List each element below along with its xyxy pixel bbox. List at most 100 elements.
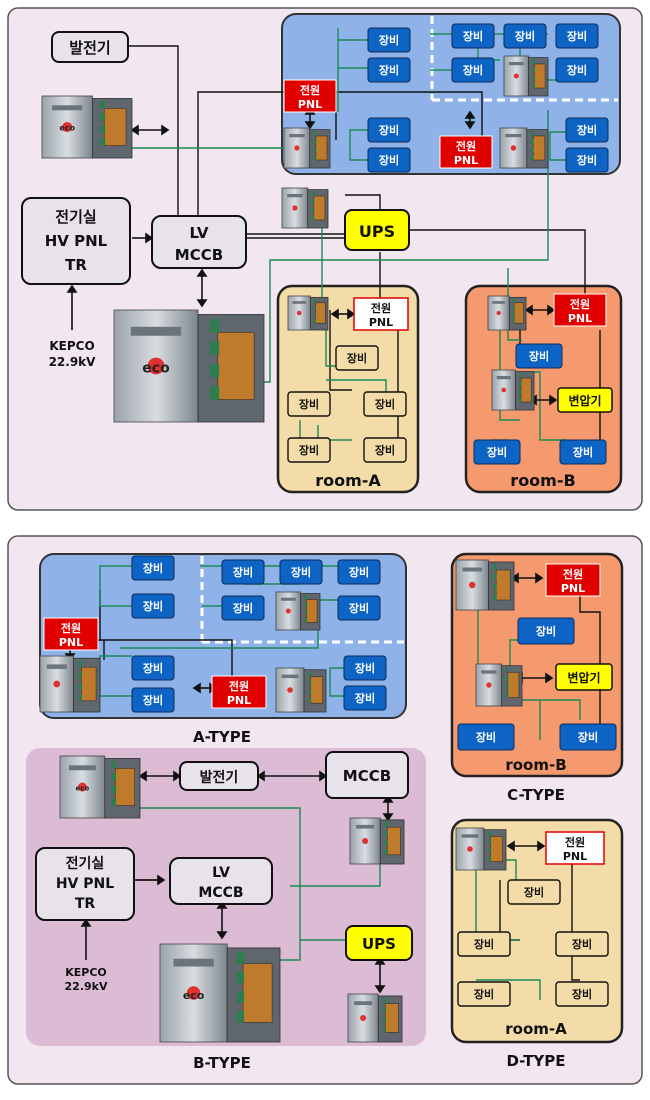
server-cabinet-icon	[455, 827, 507, 871]
svg-text:장비: 장비	[567, 63, 587, 77]
equipment-box: 장비	[555, 23, 599, 49]
power-pnl: 전원 PNL	[553, 293, 607, 327]
svg-text:전원: 전원	[61, 621, 81, 635]
server-cabinet-icon	[487, 295, 527, 331]
svg-text:전원: 전원	[371, 301, 391, 315]
equipment-box: 장비	[335, 345, 379, 371]
svg-text:PNL: PNL	[59, 636, 83, 649]
svg-text:장비: 장비	[299, 443, 319, 457]
svg-text:PNL: PNL	[298, 98, 322, 111]
svg-text:전원: 전원	[570, 297, 590, 311]
svg-text:장비: 장비	[573, 445, 593, 459]
electric-room-box	[21, 197, 131, 285]
lv-mccb-box	[151, 215, 247, 269]
equipment-box: 장비	[221, 595, 265, 621]
electric-room-box	[35, 847, 135, 921]
room-b-label: room-B	[510, 471, 575, 490]
svg-text:장비: 장비	[536, 624, 556, 638]
svg-text:장비: 장비	[347, 351, 367, 365]
hv-pnl-label: HV PNL	[45, 232, 108, 250]
svg-text:장비: 장비	[379, 153, 399, 167]
server-cabinet-icon	[349, 817, 405, 865]
transformer-label: 변압기	[567, 670, 600, 685]
equipment-box: 장비	[337, 595, 381, 621]
equipment-box: 장비	[287, 437, 331, 463]
power-pnl: 전원 PNL	[211, 675, 267, 709]
svg-text:PNL: PNL	[568, 312, 592, 325]
equipment-box: 장비	[367, 27, 411, 53]
equipment-box: 장비	[363, 391, 407, 417]
equipment-box: 장비	[279, 559, 323, 585]
svg-text:장비: 장비	[291, 565, 311, 579]
svg-text:장비: 장비	[577, 123, 597, 137]
room-a-label: room-A	[505, 1020, 567, 1038]
equipment-box: 장비	[517, 617, 575, 645]
equipment-box: 장비	[451, 57, 495, 83]
equipment-box: 장비	[131, 655, 175, 681]
svg-text:전원: 전원	[300, 83, 320, 97]
equipment-box: 장비	[457, 723, 515, 751]
equipment-box: 장비	[337, 559, 381, 585]
server-cabinet-icon: eco	[113, 309, 265, 423]
svg-text:장비: 장비	[233, 565, 253, 579]
svg-text:장비: 장비	[379, 33, 399, 47]
mccb-label: MCCB	[175, 246, 223, 264]
svg-text:eco: eco	[183, 989, 205, 1002]
kepco-voltage-label: 22.9kV	[65, 980, 108, 993]
ups-box	[345, 925, 413, 961]
svg-text:장비: 장비	[143, 661, 163, 675]
svg-text:eco: eco	[59, 124, 75, 133]
mccb-box	[325, 751, 409, 799]
power-pnl: 전원 PNL	[439, 135, 493, 169]
svg-text:PNL: PNL	[369, 316, 393, 329]
mccb-label: MCCB	[198, 885, 243, 901]
svg-text:장비: 장비	[375, 397, 395, 411]
transformer-label: 변압기	[568, 393, 601, 408]
server-cabinet-icon	[491, 369, 535, 411]
svg-text:eco: eco	[142, 361, 170, 377]
kepco-voltage-label: 22.9kV	[49, 355, 97, 369]
generator-box	[51, 31, 129, 63]
equipment-box: 장비	[565, 117, 609, 143]
tr-label: TR	[65, 256, 87, 274]
server-cabinet-icon	[283, 127, 331, 169]
ups-label: UPS	[362, 935, 396, 953]
equipment-box: 장비	[565, 147, 609, 173]
svg-text:장비: 장비	[299, 397, 319, 411]
equipment-box: 장비	[367, 57, 411, 83]
svg-text:전원: 전원	[563, 567, 583, 581]
svg-text:장비: 장비	[474, 987, 494, 1001]
equipment-box: 장비	[473, 439, 521, 465]
equipment-box: 장비	[343, 685, 387, 711]
server-cabinet-icon	[475, 663, 523, 707]
svg-text:장비: 장비	[143, 693, 163, 707]
equipment-box: 장비	[555, 931, 609, 957]
power-pnl: 전원 PNL	[283, 79, 337, 113]
svg-text:장비: 장비	[143, 561, 163, 575]
ups-label: UPS	[359, 222, 395, 241]
generator-box	[179, 761, 259, 791]
svg-text:장비: 장비	[355, 661, 375, 675]
transformer-box	[557, 387, 613, 413]
server-cabinet-icon: eco	[59, 755, 141, 819]
a-type-label: A-TYPE	[193, 728, 251, 746]
svg-text:전원: 전원	[565, 835, 585, 849]
svg-text:장비: 장비	[476, 730, 496, 744]
lv-mccb-box	[169, 857, 273, 905]
svg-text:PNL: PNL	[563, 850, 587, 863]
svg-text:장비: 장비	[572, 987, 592, 1001]
generator-label: 발전기	[69, 39, 110, 57]
generator-label: 발전기	[200, 769, 239, 786]
device-layer: eco eco eco eco	[39, 55, 549, 1043]
equipment-box: 장비	[343, 655, 387, 681]
server-cabinet-icon	[503, 55, 549, 97]
svg-text:전원: 전원	[456, 139, 476, 153]
svg-text:장비: 장비	[463, 63, 483, 77]
electric-room-label: 전기실	[66, 855, 105, 872]
svg-text:장비: 장비	[375, 443, 395, 457]
svg-text:PNL: PNL	[561, 582, 585, 595]
equipment-box: 장비	[457, 981, 511, 1007]
equipment-box: 장비	[451, 23, 495, 49]
c-type-label: C-TYPE	[507, 786, 565, 804]
